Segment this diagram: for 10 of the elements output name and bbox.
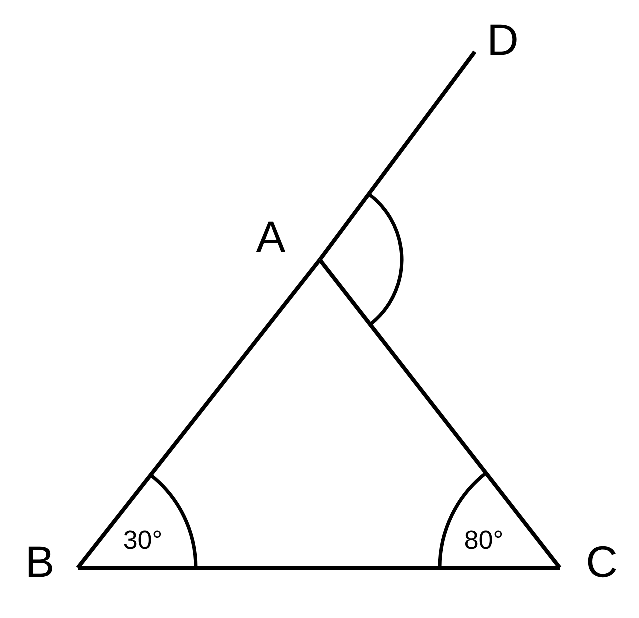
point-label: D <box>490 24 517 56</box>
line-segment <box>78 566 560 570</box>
line-segment <box>318 50 477 262</box>
point-label: A <box>256 222 286 252</box>
line-segment <box>76 258 322 570</box>
point-label: C <box>588 546 616 578</box>
point-label: B <box>28 546 52 578</box>
angle-label: 30° <box>124 530 162 550</box>
angle-label: 80° <box>465 530 502 550</box>
line-segment <box>318 258 562 570</box>
